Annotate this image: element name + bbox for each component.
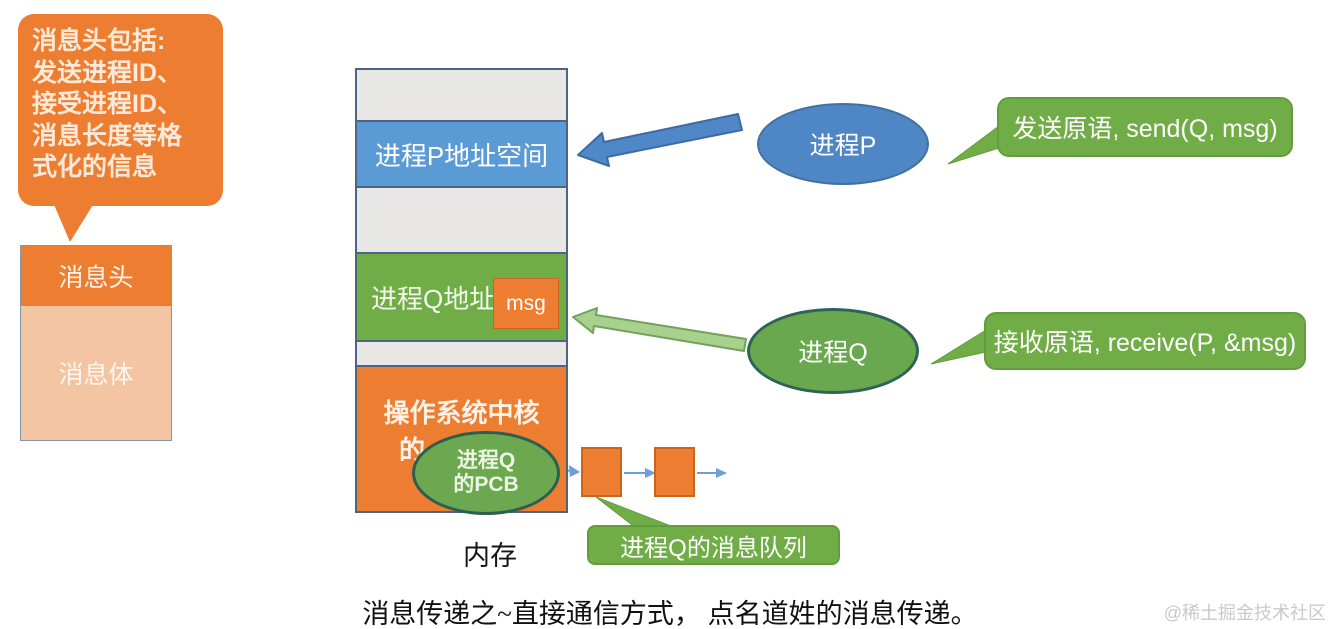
receive-callout-tail: [930, 329, 987, 365]
msg-chip: msg: [493, 278, 559, 329]
message-queue-callout: 进程Q的消息队列: [587, 525, 840, 565]
process-p-label: 进程P: [809, 132, 877, 160]
send-arrow: [577, 113, 743, 167]
diagram-caption: 消息传递之~直接通信方式， 点名道姓的消息传递。: [362, 599, 978, 629]
process-q-pcb-ellipse: 进程Q 的PCB: [412, 431, 560, 515]
message-header-note-callout: 消息头包括: 发送进程ID、 接受进程ID、 消息长度等格 式化的信息: [18, 14, 223, 206]
pcb-label-line2: 的PCB: [453, 473, 519, 496]
queue-message-node-2: [654, 447, 695, 497]
memory-label: 内存: [463, 541, 517, 571]
queue-link-3-head: [716, 468, 727, 478]
send-primitive-callout: 发送原语, send(Q, msg): [997, 97, 1293, 157]
message-header-cell: 消息头: [21, 246, 171, 306]
note-callout-tail: [52, 200, 96, 242]
queue-callout-tail: [595, 496, 677, 529]
memory-column: 进程P地址空间 进程Q地址 操作系统中核 的 msg 进程Q 的PCB: [355, 68, 568, 515]
pcb-label-line1: 进程Q: [456, 448, 516, 472]
note-line: 消息长度等格: [32, 121, 183, 150]
memory-segment-free-1: [355, 68, 568, 122]
process-p-space-label: 进程P地址空间: [374, 140, 549, 171]
queue-message-node-1: [581, 447, 622, 497]
send-callout-tail: [947, 125, 1000, 165]
note-line: 发送进程ID、: [32, 58, 183, 87]
queue-link-2-head: [645, 468, 656, 478]
process-q-label: 进程Q: [798, 339, 868, 367]
message-body-cell: 消息体: [21, 306, 171, 440]
process-q-space-label: 进程Q地址: [371, 283, 496, 314]
memory-segment-free-3: [355, 340, 568, 367]
queue-link-1-head: [569, 465, 580, 477]
receive-arrow: [572, 307, 747, 352]
note-line: 式化的信息: [32, 153, 158, 181]
receive-primitive-callout: 接收原语, receive(P, &msg): [984, 312, 1306, 370]
kernel-label-line1: 操作系统中核: [383, 398, 540, 428]
memory-segment-process-p: 进程P地址空间: [355, 120, 568, 188]
process-q-ellipse: 进程Q: [747, 308, 919, 394]
note-line: 接受进程ID、: [32, 90, 183, 118]
message-structure-box: 消息头 消息体: [20, 245, 172, 441]
memory-segment-free-2: [355, 186, 568, 254]
note-line: 消息头包括:: [32, 27, 166, 55]
watermark: @稀土掘金技术社区: [1163, 603, 1326, 623]
process-p-ellipse: 进程P: [757, 103, 929, 185]
